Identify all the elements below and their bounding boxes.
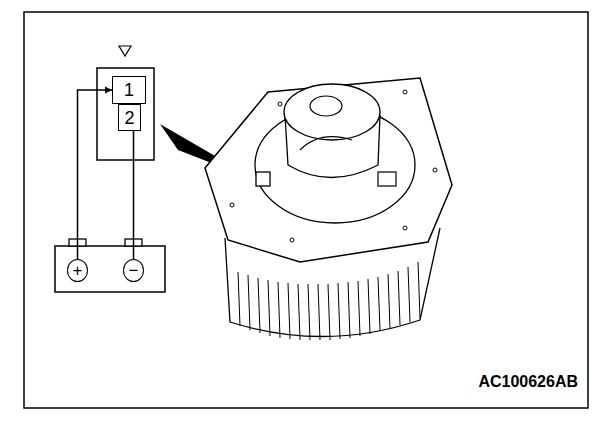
test-wire: [78, 90, 113, 259]
frame: [24, 12, 588, 408]
motor-lead: [300, 137, 352, 150]
motor-connector: [256, 172, 270, 186]
terminal-box: 2: [118, 104, 141, 131]
mounting-plate: [205, 78, 452, 262]
polarity-sign: −: [129, 262, 139, 279]
motor-top: [284, 84, 380, 140]
test-wire: [118, 118, 134, 260]
polarity-sign: +: [73, 262, 83, 279]
terminal-number: 2: [124, 109, 134, 127]
terminal-number: 1: [124, 81, 134, 99]
orientation-mark: [119, 46, 131, 56]
arrow-head: [105, 87, 112, 94]
connector-housing: [97, 68, 154, 160]
fan-blades: [238, 262, 420, 340]
motor-clip: [378, 172, 396, 186]
terminal-box: 1: [112, 76, 146, 104]
motor-shaft-boss: [310, 96, 342, 116]
battery: [55, 246, 165, 292]
polarity-symbol: +: [67, 259, 88, 282]
polarity-symbol: −: [123, 259, 144, 282]
plate-holes: [230, 90, 437, 242]
figure-code: AC100626AB: [478, 373, 578, 391]
